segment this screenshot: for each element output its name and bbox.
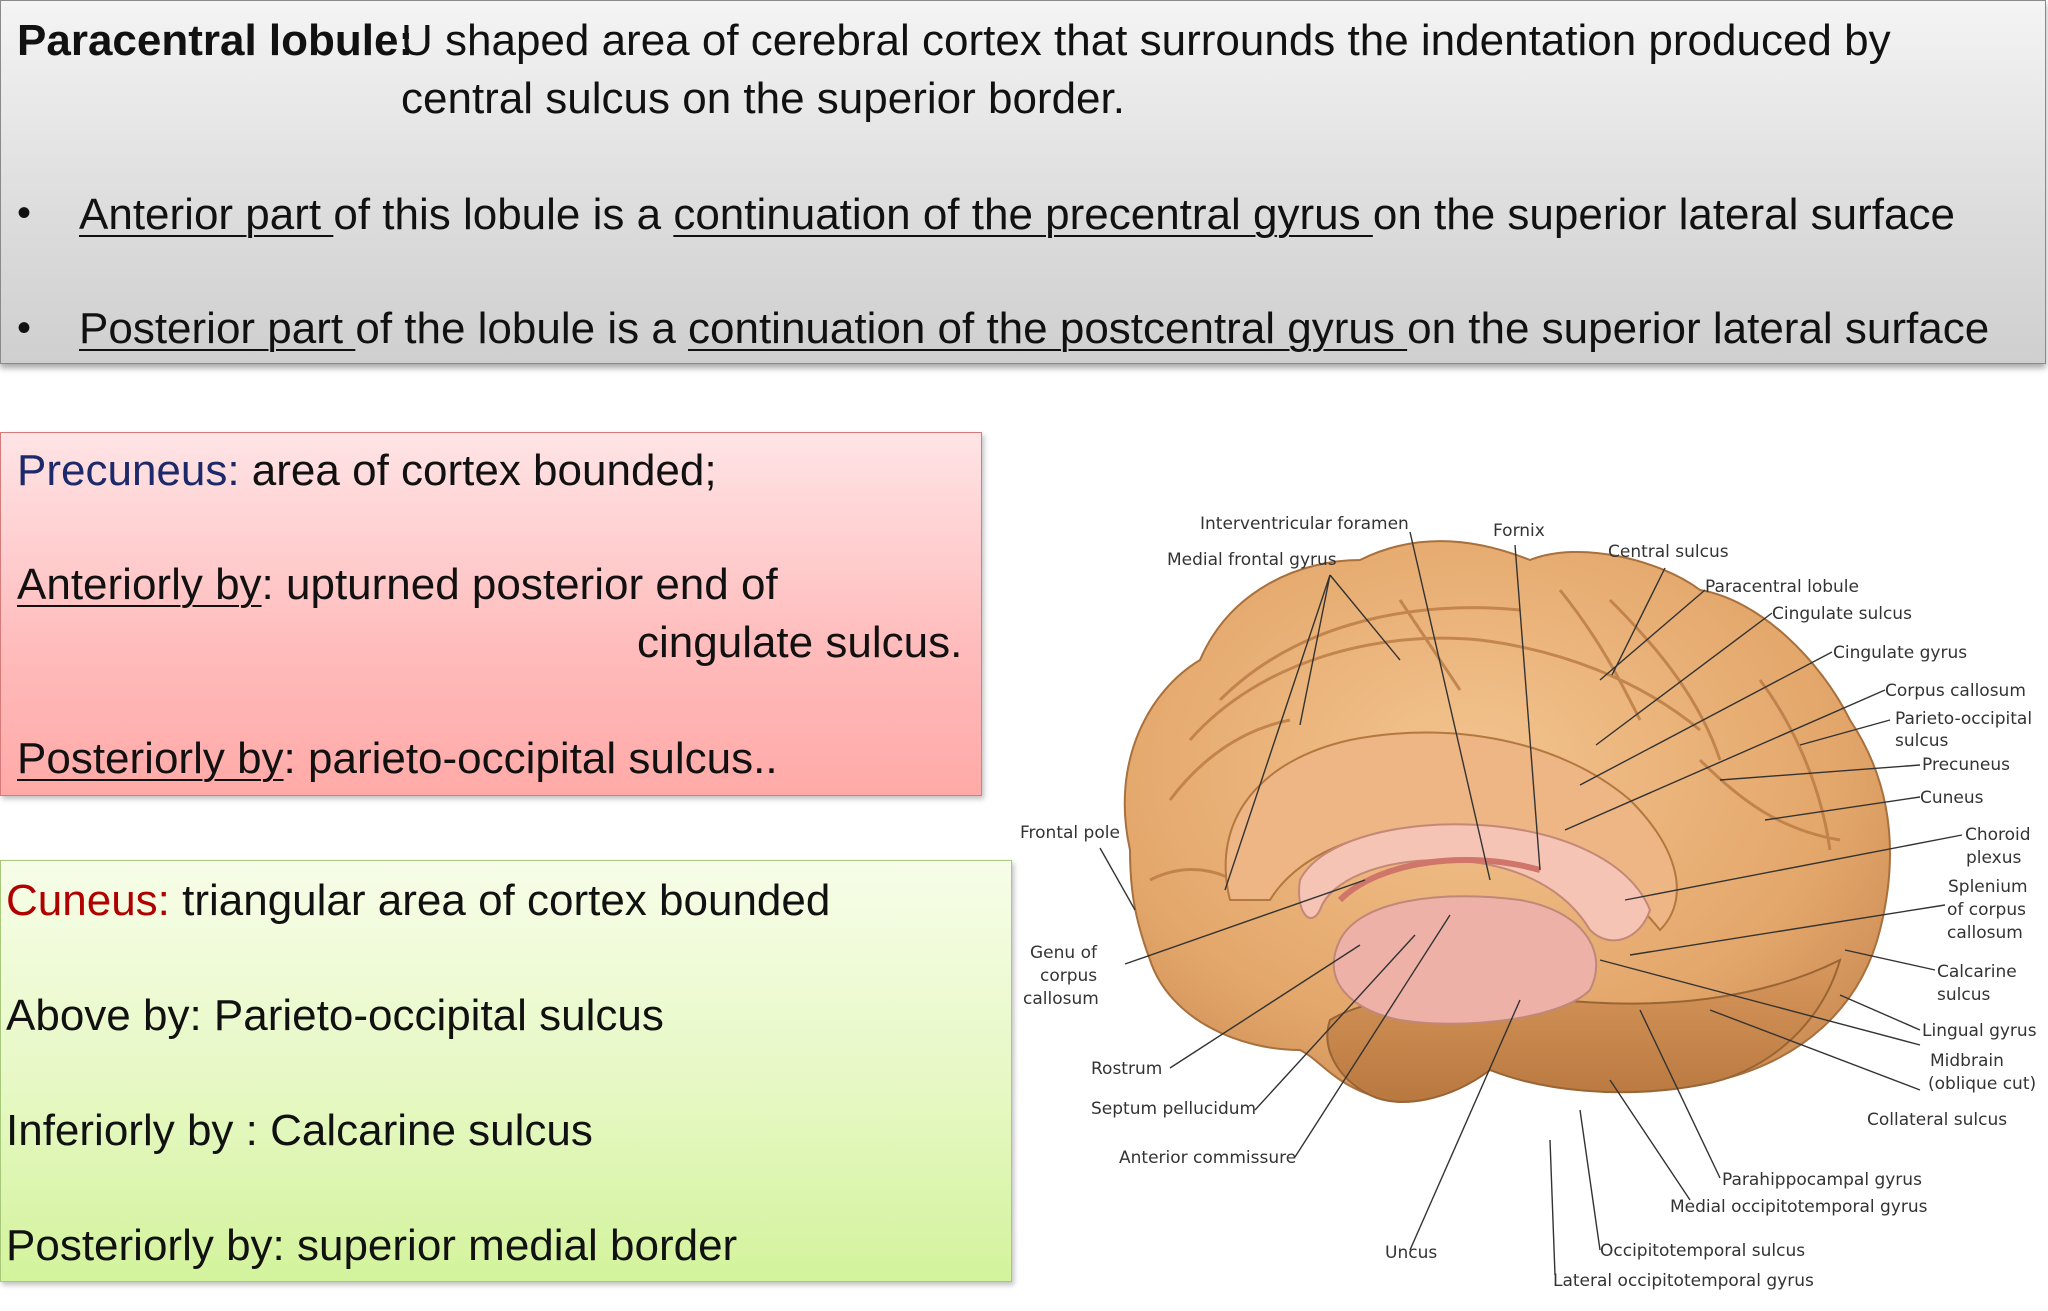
precuneus-box: Precuneus: area of cortex bounded; Anter… (0, 432, 982, 796)
cuneus-box: Cuneus: triangular area of cortex bounde… (0, 860, 1012, 1282)
diencephalon (1332, 895, 1598, 1025)
posterior-part-sentence: Posterior part of the lobule is a contin… (79, 304, 1990, 353)
cuneus-heading: Cuneus: triangular area of cortex bounde… (6, 876, 831, 925)
bullet-2: • (17, 306, 32, 350)
cuneus-inferior: Inferiorly by : Calcarine sulcus (6, 1106, 593, 1155)
label-uncus: Uncus (1385, 1243, 1437, 1263)
label-lateral-occipitotemporal-gyrus: Lateral occipitotemporal gyrus (1553, 1271, 1814, 1291)
label-calcarine-sulcus: Calcarine (1937, 962, 2017, 982)
cuneus-above: Above by: Parieto-occipital sulcus (6, 991, 664, 1040)
label-choroid-plexus: Choroid (1965, 825, 2031, 845)
label-cingulate-gyrus: Cingulate gyrus (1833, 643, 1967, 663)
cuneus-term: Cuneus: (6, 876, 170, 925)
label-cuneus: Cuneus (1920, 788, 1984, 808)
paracentral-definition-line1: U shaped area of cerebral cortex that su… (401, 16, 1891, 65)
bullet-1: • (17, 191, 32, 235)
brain-medial-surface-figure: Interventricular foramen Medial frontal … (1020, 514, 2037, 1291)
precuneus-anterior: Anteriorly by: upturned posterior end of (17, 560, 778, 609)
label-collateral-sulcus: Collateral sulcus (1867, 1110, 2007, 1130)
label-genu: Genu of (1030, 943, 1098, 963)
label-interventricular-foramen: Interventricular foramen (1200, 514, 1409, 534)
label-corpus-callosum: Corpus callosum (1885, 681, 2026, 701)
label-splenium: Splenium (1948, 877, 2028, 897)
label-splenium-2: of corpus (1947, 900, 2026, 920)
figure-labels: Interventricular foramen Medial frontal … (1020, 514, 2037, 1291)
label-splenium-3: callosum (1947, 923, 2023, 943)
fornix-arch (1337, 857, 1541, 903)
label-calcarine-sulcus-2: sulcus (1937, 985, 1990, 1005)
label-parahippocampal-gyrus: Parahippocampal gyrus (1722, 1170, 1922, 1190)
paracentral-lobule-box: Paracentral lobule: U shaped area of cer… (0, 0, 2046, 364)
corpus-callosum (1298, 823, 1652, 942)
precuneus-heading: Precuneus: area of cortex bounded; (17, 446, 717, 495)
precuneus-term: Precuneus: (17, 446, 240, 495)
paracentral-term: Paracentral lobule: (17, 16, 414, 65)
label-occipitotemporal-sulcus: Occipitotemporal sulcus (1600, 1241, 1805, 1261)
label-parieto-occipital-2: sulcus (1895, 731, 1948, 751)
precuneus-anterior-cont: cingulate sulcus. (637, 618, 963, 667)
label-midbrain-2: (oblique cut) (1928, 1074, 2036, 1094)
label-midbrain: Midbrain (1930, 1051, 2004, 1071)
label-medial-frontal-gyrus: Medial frontal gyrus (1167, 550, 1337, 570)
anterior-part-sentence: Anterior part of this lobule is a contin… (79, 190, 1955, 239)
label-parieto-occipital: Parieto-occipital (1895, 709, 2032, 729)
posterior-part-term: Posterior part (79, 304, 356, 353)
label-medial-occipitotemporal-gyrus: Medial occipitotemporal gyrus (1670, 1197, 1928, 1217)
label-central-sulcus: Central sulcus (1608, 542, 1729, 562)
label-anterior-commissure: Anterior commissure (1119, 1148, 1296, 1168)
cuneus-posterior: Posteriorly by: superior medial border (6, 1221, 738, 1270)
label-septum-pellucidum: Septum pellucidum (1091, 1099, 1256, 1119)
leader-lines (1099, 531, 1963, 1276)
label-paracentral-lobule: Paracentral lobule (1705, 577, 1859, 597)
label-precuneus: Precuneus (1922, 755, 2010, 775)
label-choroid-plexus-2: plexus (1966, 848, 2022, 868)
label-frontal-pole: Frontal pole (1020, 823, 1120, 843)
label-genu-2: corpus (1040, 966, 1097, 986)
label-rostrum: Rostrum (1091, 1059, 1162, 1079)
label-genu-3: callosum (1023, 989, 1099, 1009)
label-cingulate-sulcus: Cingulate sulcus (1772, 604, 1912, 624)
paracentral-definition-line2: central sulcus on the superior border. (401, 74, 1125, 123)
precuneus-posterior: Posteriorly by: parieto-occipital sulcus… (17, 734, 778, 783)
anterior-part-term: Anterior part (79, 190, 334, 239)
label-fornix: Fornix (1493, 521, 1545, 541)
label-lingual-gyrus: Lingual gyrus (1922, 1021, 2037, 1041)
precentral-continuation: continuation of the precentral gyrus (673, 190, 1373, 239)
postcentral-continuation: continuation of the postcentral gyrus (688, 304, 1408, 353)
